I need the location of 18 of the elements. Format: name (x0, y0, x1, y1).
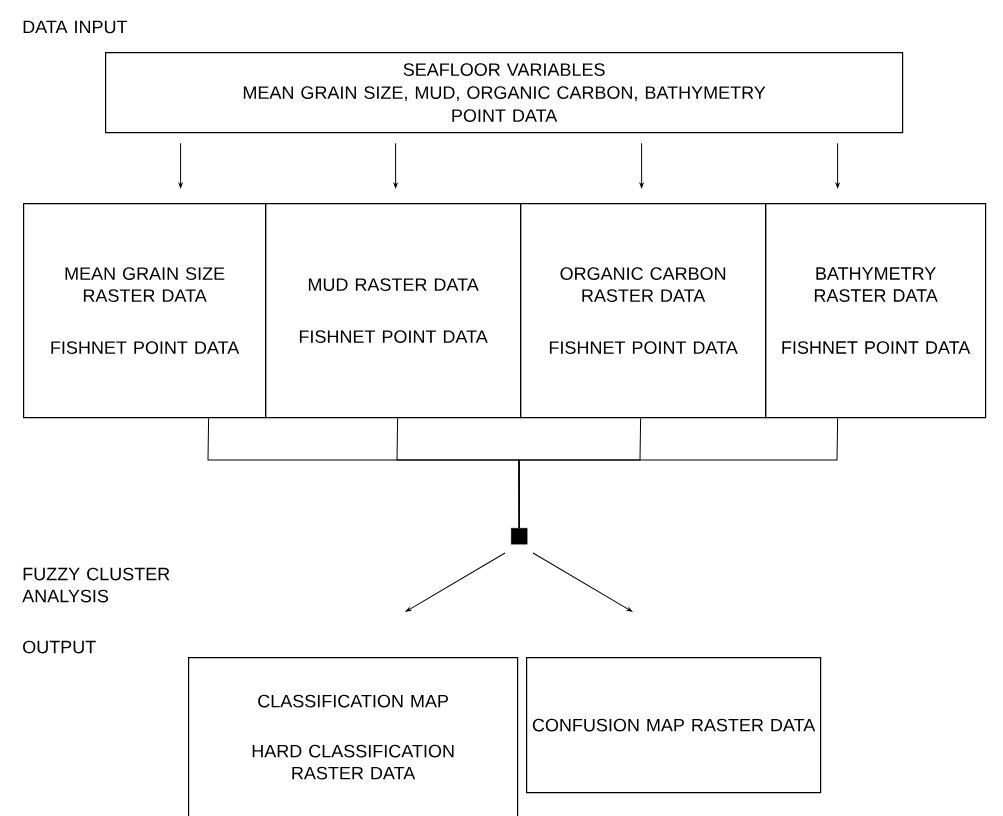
process-box: BATHYMETRY RASTER DATA FISHNET POINT DATA (765, 203, 987, 419)
process-box: CONFUSION MAP RASTER DATA (526, 657, 822, 794)
connector-line (518, 417, 839, 529)
arrow (178, 142, 183, 188)
section-label: DATA INPUT (23, 20, 128, 34)
process-box: MEAN GRAIN SIZE RASTER DATA FISHNET POINT DATA (23, 203, 267, 419)
arrow (639, 142, 644, 188)
junction-square (511, 528, 528, 545)
arrow (405, 552, 506, 612)
process-box: CLASSIFICATION MAP HARD CLASSIFICATION RASTER DATA (188, 657, 519, 816)
section-label: FUZZY CLUSTER ANALYSIS (22, 567, 170, 603)
process-box: SEAFLOOR VARIABLES MEAN GRAIN SIZE, MUD, ORGANIC CARBON, BATHYMETRY POINT DATA (105, 52, 904, 134)
arrow (532, 552, 633, 612)
arrow (393, 142, 398, 188)
arrow (835, 142, 840, 188)
section-label: OUTPUT (23, 640, 96, 654)
process-box: MUD RASTER DATA FISHNET POINT DATA (265, 203, 522, 419)
process-box: ORGANIC CARBON RASTER DATA FISHNET POINT DATA (520, 203, 767, 419)
